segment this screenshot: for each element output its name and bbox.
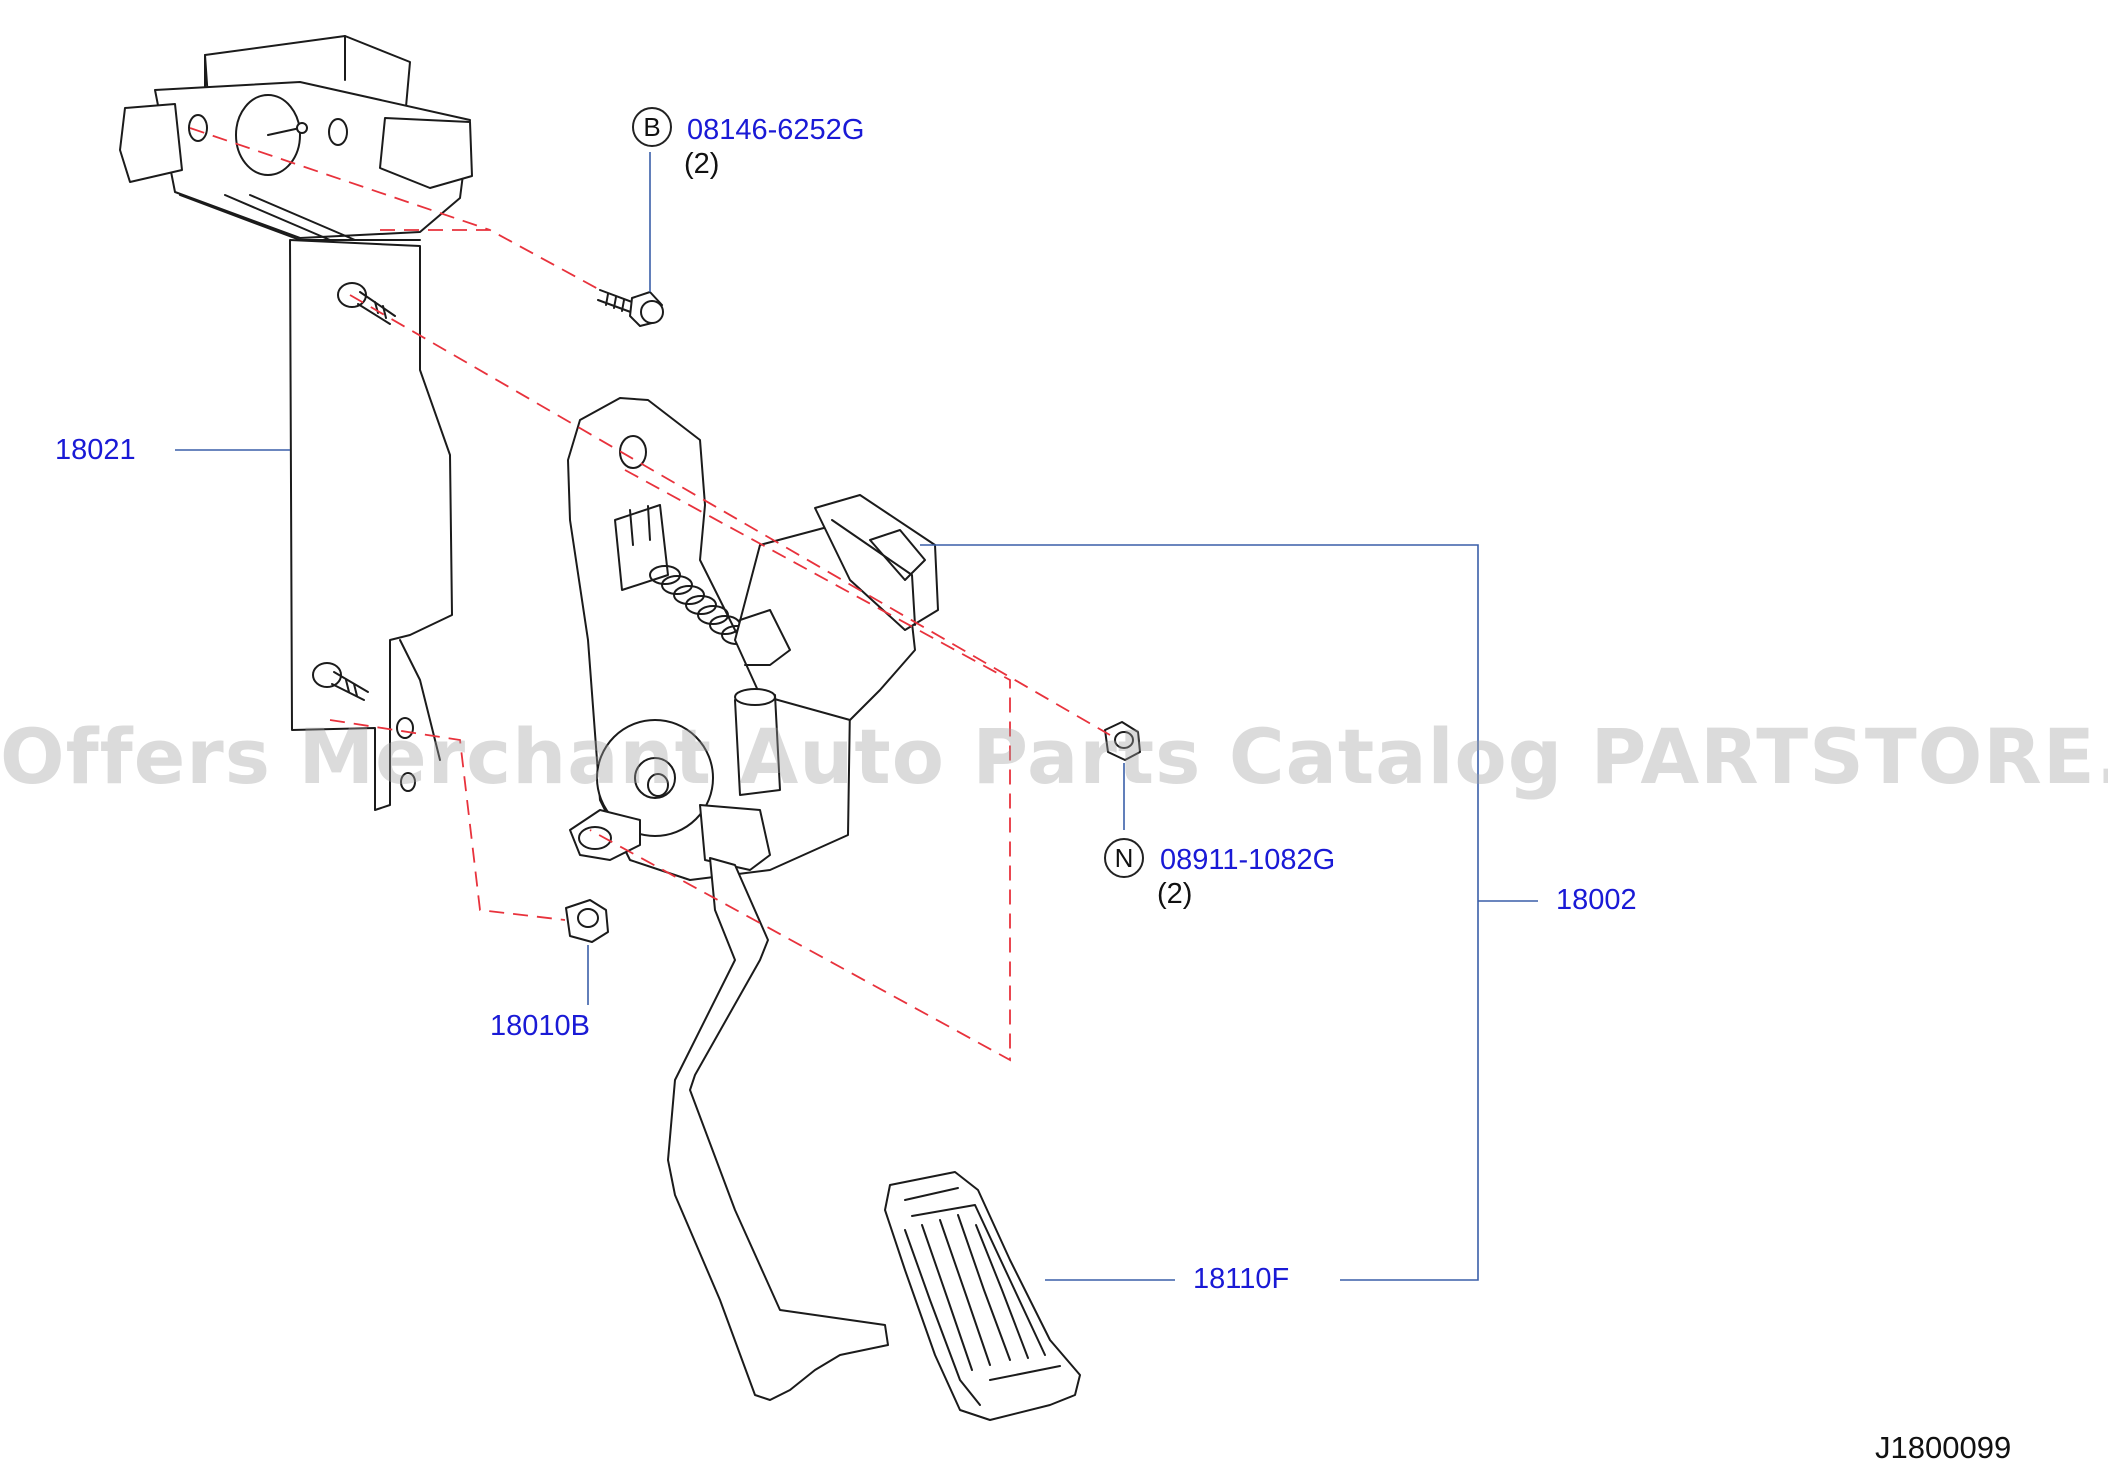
diagram-code: J1800099 [1875, 1430, 2012, 1465]
pedal-assembly-part-number[interactable]: 18002 [1556, 884, 1637, 916]
nut-circle-letter: N [1114, 843, 1134, 873]
grommet-drawing [565, 899, 609, 943]
nut-drawing [1104, 721, 1141, 761]
pedal-pad-part-number[interactable]: 18110F [1193, 1263, 1290, 1295]
bolt-drawing [597, 289, 664, 327]
pedal-pad-drawing [884, 1171, 1081, 1421]
bolt-part-number[interactable]: 08146-6252G [687, 114, 865, 146]
pedal-assembly-drawing [567, 397, 939, 1401]
nut-circle-marker: N [1104, 838, 1144, 878]
bolt-circle-marker: B [632, 107, 672, 147]
nut-quantity: (2) [1157, 878, 1193, 910]
alignment-lines [189, 127, 1111, 1062]
leader-lines [175, 152, 1538, 1281]
watermark-text: Offers Merchant Auto Parts Catalog PARTS… [0, 712, 2108, 801]
bolt-quantity: (2) [684, 148, 720, 180]
bracket-drawing [119, 35, 473, 811]
bolt-circle-letter: B [643, 112, 661, 142]
grommet-part-number[interactable]: 18010B [490, 1010, 590, 1042]
nut-part-number[interactable]: 08911-1082G [1160, 844, 1336, 876]
bracket-part-number[interactable]: 18021 [55, 434, 136, 466]
